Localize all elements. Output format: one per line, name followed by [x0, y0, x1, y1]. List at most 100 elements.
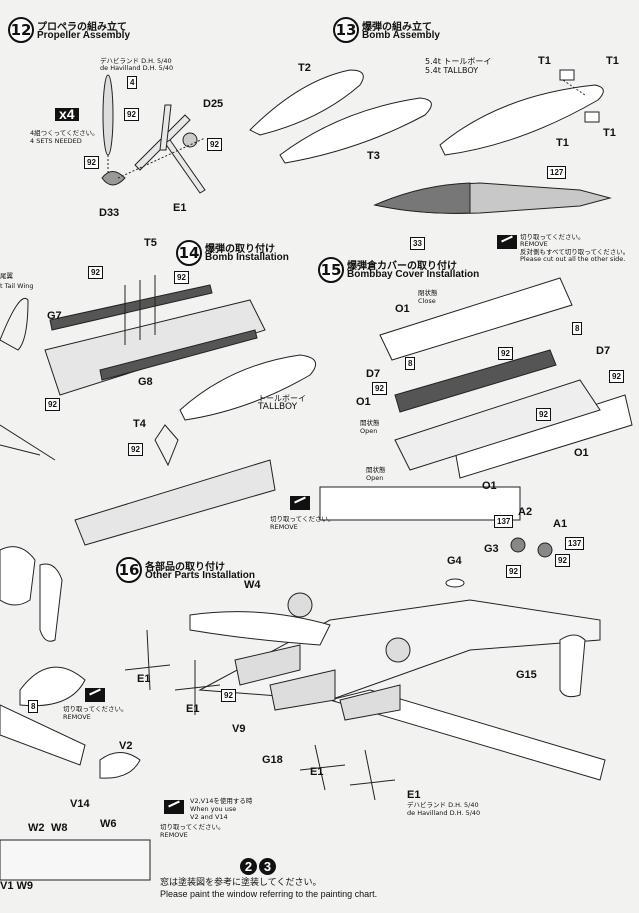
- closed-en: Close: [418, 297, 436, 305]
- part-t4: T4: [133, 418, 146, 430]
- step-16-title-jp: 各部品の取り付け: [145, 562, 225, 573]
- propeller-type-en: de Havilland D.H. 5/40: [100, 64, 174, 72]
- cut-icon-3: [85, 688, 105, 702]
- left-remove-jp: 切り取ってください。: [63, 705, 128, 713]
- step-12-number: 12: [8, 17, 34, 43]
- part-g8: G8: [138, 376, 153, 388]
- use-v2-v14-en1: When you use: [190, 805, 237, 813]
- bomb-bay-drawing: [0, 275, 317, 546]
- footer-note-jp: 窓は塗装図を参考に塗装してください。: [160, 878, 322, 888]
- left-remove2-jp: 切り取ってください。: [160, 823, 225, 831]
- part-e1: E1: [173, 202, 187, 214]
- closed-jp: 閉状態: [418, 289, 438, 297]
- engine-type-en: de Havilland D.H. 5/40: [407, 809, 481, 817]
- badge-92-bay-d: 92: [536, 408, 551, 421]
- part-e1-b: E1: [186, 703, 200, 715]
- step-13-title-jp: 爆弾の組み立て: [362, 22, 432, 33]
- part-o1-a: O1: [395, 303, 410, 315]
- badge-92-c: 92: [84, 156, 99, 169]
- propeller-drawing: [101, 74, 206, 194]
- part-o1-d: O1: [482, 480, 497, 492]
- badge-92-install-a: 92: [88, 266, 103, 279]
- engine-type-jp: デハビランド D.H. 5/40: [407, 801, 479, 809]
- badge-92-install-c: 92: [45, 398, 60, 411]
- badge-92-b: 92: [207, 138, 222, 151]
- step-12-title-jp: プロペラの組み立て: [37, 22, 127, 33]
- left-remove-en: REMOVE: [63, 713, 91, 721]
- sets-needed-jp: 4組つくってください。: [30, 129, 99, 137]
- cut-icon-2: [290, 496, 310, 510]
- step-14-title-jp: 爆弾の取り付け: [205, 244, 275, 255]
- part-g15: G15: [516, 669, 537, 681]
- badge-127: 127: [547, 166, 567, 179]
- paint-number-3: 3: [259, 858, 276, 875]
- badge-8-left: 8: [28, 700, 39, 713]
- tallboy-name-jp: 5.4t トールボーイ: [425, 57, 492, 66]
- badge-8-b: 8: [405, 357, 416, 370]
- step-14-title-en: Bomb Installation: [205, 252, 289, 263]
- left-bottom-drawing: [0, 546, 151, 881]
- part-t2: T2: [298, 62, 311, 74]
- other-side-en: Please cut out all the other side.: [520, 255, 626, 263]
- badge-92-parts-b: 92: [506, 565, 521, 578]
- badge-92-install-d: 92: [128, 443, 143, 456]
- open2-en: Open: [366, 474, 384, 482]
- bombbay-cover-drawing: [319, 277, 633, 521]
- part-v1-w9: V1 W9: [0, 880, 34, 892]
- part-t1-b: T1: [606, 55, 619, 67]
- part-g7: G7: [47, 310, 62, 322]
- part-g3: G3: [484, 543, 499, 555]
- part-d25: D25: [203, 98, 224, 110]
- part-t3: T3: [367, 150, 380, 162]
- badge-4: 4: [127, 76, 138, 89]
- part-w6: W6: [100, 818, 117, 830]
- badge-92-bay-b: 92: [372, 382, 387, 395]
- use-v2-v14-jp: V2,V14を使用する時: [190, 797, 253, 805]
- badge-92-bay-c: 92: [609, 370, 624, 383]
- open2-jp: 開状態: [366, 466, 386, 474]
- part-o1-c: O1: [574, 447, 589, 459]
- step-15-title-en: Bombbay Cover Installation: [347, 269, 480, 280]
- part-t1-c: T1: [556, 137, 569, 149]
- paint-number-2: 2: [240, 858, 257, 875]
- part-t1-a: T1: [538, 55, 551, 67]
- tallboy-en: TALLBOY: [258, 402, 298, 412]
- step-16-title-en: Other Parts Installation: [145, 570, 256, 581]
- propeller-type-jp: デハビランド D.H. 5/40: [100, 57, 172, 65]
- left-remove2-en: REMOVE: [160, 831, 188, 839]
- sets-needed-en: 4 SETS NEEDED: [30, 137, 82, 145]
- badge-92-parts-c: 92: [221, 689, 236, 702]
- part-o1-b: O1: [356, 396, 371, 408]
- part-d33: D33: [99, 207, 120, 219]
- tail-wing-jp: 尾翼: [0, 272, 13, 280]
- step-13-number: 13: [333, 17, 359, 43]
- part-e1-d: E1: [407, 789, 421, 801]
- other-side-jp: 反対側もすべて切り取ってください。: [520, 248, 630, 256]
- badge-8-a: 8: [572, 322, 583, 335]
- bombbay-remove-en: REMOVE: [520, 240, 548, 248]
- step-13-title-en: Bomb Assembly: [362, 30, 440, 41]
- step-16-number: 16: [116, 557, 142, 583]
- badge-92-a: 92: [124, 108, 139, 121]
- step-15-number: 15: [318, 257, 344, 283]
- part-g18: G18: [262, 754, 283, 766]
- step-12-title-en: Propeller Assembly: [37, 30, 131, 41]
- badge-92-parts-a: 92: [555, 554, 570, 567]
- part-w2: W2: [28, 822, 45, 834]
- part-e1-a: E1: [137, 673, 151, 685]
- cutout-remove-en: REMOVE: [270, 523, 298, 531]
- step-14-number: 14: [176, 240, 202, 266]
- badge-137-b: 137: [565, 537, 585, 550]
- bomb-halves-drawing: [249, 69, 612, 214]
- step-15-title-jp: 爆弾倉カバーの取り付け: [347, 261, 457, 272]
- aircraft-drawing: [124, 537, 606, 801]
- use-v2-v14-en2: V2 and V14: [190, 813, 228, 821]
- footer-note-en: Please paint the window referring to the…: [160, 889, 378, 899]
- part-d7-b: D7: [366, 368, 381, 380]
- open-en: Open: [360, 427, 378, 435]
- cutout-remove-jp: 切り取ってください。: [270, 515, 335, 523]
- cut-icon: [497, 235, 517, 249]
- badge-137-a: 137: [494, 515, 514, 528]
- open-jp: 開状態: [360, 419, 380, 427]
